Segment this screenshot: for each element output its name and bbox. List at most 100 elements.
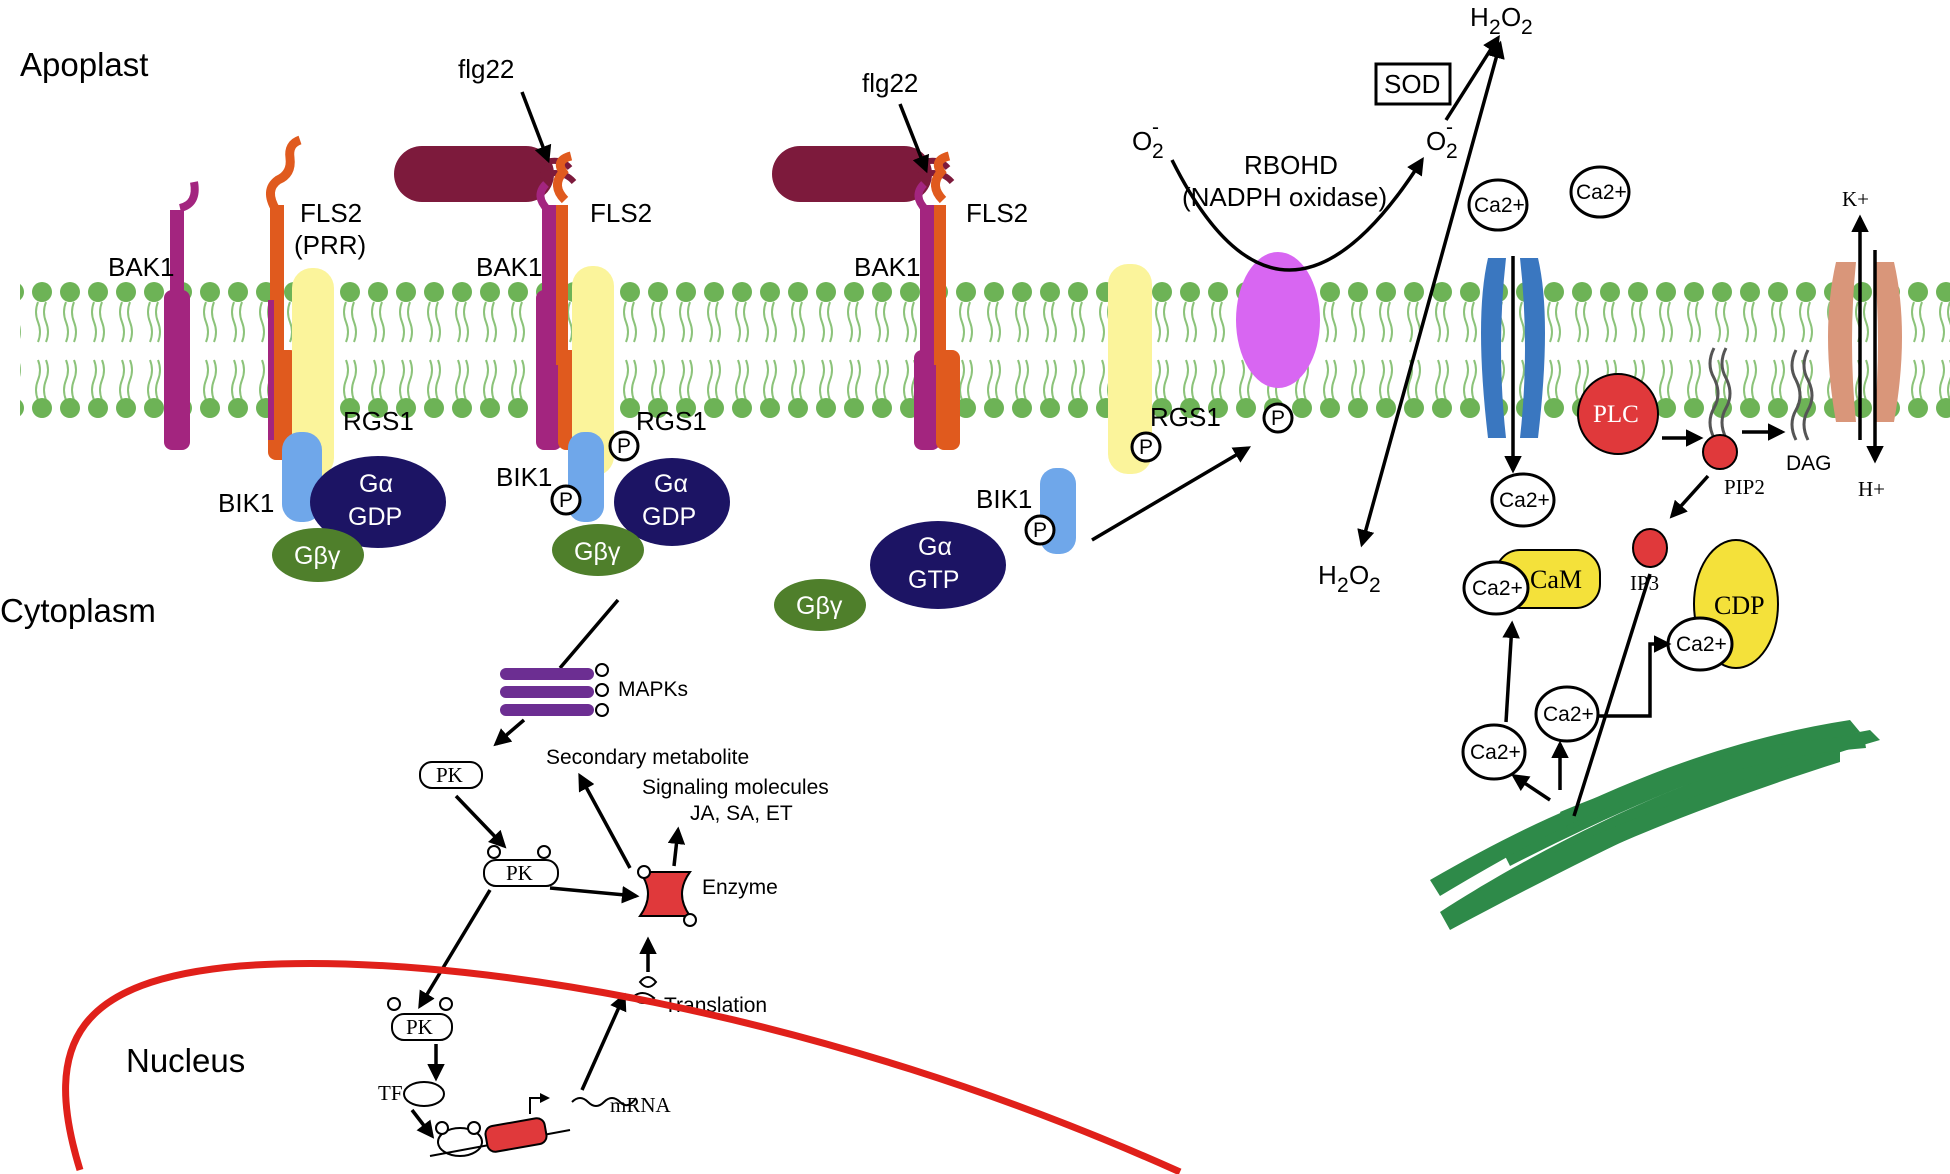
ca-label-2: Ca2+ — [1576, 181, 1627, 204]
galpha-label-2: Gα — [654, 470, 688, 498]
mapk-to-pk-arrow — [493, 718, 526, 747]
rbohd-enzyme — [1236, 252, 1320, 388]
p-label-rbohd: P — [1271, 407, 1285, 430]
prr-label: (PRR) — [294, 230, 366, 260]
h-label: H+ — [1858, 477, 1885, 501]
ip3-molecule — [1632, 528, 1668, 568]
er-ca-release-arrow-1 — [1511, 774, 1551, 802]
bik1-label-3: BIK1 — [976, 484, 1032, 514]
nadph-oxidase-label: (NADPH oxidase) — [1182, 182, 1387, 212]
h2o2-diffusion-arrow — [1357, 40, 1505, 548]
rgs1-label-1: RGS1 — [343, 406, 414, 436]
mapks-label: MAPKs — [618, 678, 688, 701]
gbg-label-1: Gβγ — [294, 542, 341, 570]
flg22-label-2: flg22 — [862, 68, 918, 98]
pip2-lipid — [1702, 347, 1738, 470]
receptor-complex-dissociated — [772, 146, 1162, 631]
gbg-label-2: Gβγ — [574, 538, 621, 566]
enzyme-label: Enzyme — [702, 876, 778, 899]
svg-text:-: - — [1152, 116, 1159, 139]
dag-lipid — [1790, 349, 1814, 441]
galpha-label-3: Gα — [918, 533, 952, 561]
svg-text:2: 2 — [1489, 16, 1501, 39]
tf-to-gene-arrow — [410, 1108, 435, 1139]
pk-label-1: PK — [436, 763, 463, 787]
pk2-to-nucleus-arrow — [418, 889, 492, 1009]
ca-ion-3 — [1490, 472, 1556, 528]
bik1-label-2: BIK1 — [496, 462, 552, 492]
svg-text:H: H — [1318, 560, 1337, 590]
gbg-label-3: Gβγ — [796, 592, 843, 620]
endoplasmic-reticulum — [1430, 720, 1880, 930]
plc-enzyme — [1577, 373, 1659, 455]
pk-2 — [483, 859, 559, 887]
h2o2-label-bottom: H 2 O 2 — [1318, 560, 1381, 597]
gtp-label-3: GTP — [908, 566, 959, 594]
svg-text:O: O — [1132, 126, 1152, 156]
pip2-label: PIP2 — [1724, 475, 1765, 499]
tf-protein — [403, 1081, 445, 1107]
complex-to-mapk-line — [558, 598, 620, 670]
mrna-to-translation-arrow — [580, 992, 627, 1091]
ca-ion-2 — [1569, 165, 1631, 219]
kh-channel-left — [1828, 262, 1856, 422]
rbohd-label: RBOHD — [1244, 150, 1338, 180]
ca-ion-er-1 — [1461, 723, 1527, 781]
p-label-3a: P — [1139, 436, 1153, 459]
svg-text:2: 2 — [1337, 574, 1349, 597]
ca-to-cdp-connector — [1598, 635, 1672, 718]
mrna-label: mRNA — [610, 1093, 672, 1117]
tf-label: TF — [378, 1081, 403, 1105]
svg-text:O: O — [1426, 126, 1446, 156]
flg22-arrow-1 — [520, 91, 552, 164]
kh-channel-right — [1874, 262, 1902, 422]
dag-label: DAG — [1786, 452, 1832, 475]
p-label-2a: P — [559, 489, 573, 512]
ca-to-cam-arrow — [1502, 620, 1520, 723]
receptor-complex-resting — [164, 135, 446, 582]
k-label: K+ — [1842, 187, 1869, 211]
receptor-complex-activated — [394, 146, 730, 576]
pip2-to-ip3-arrow — [1669, 474, 1710, 519]
ca-channel-left — [1481, 258, 1506, 438]
svg-text:2: 2 — [1152, 140, 1164, 163]
enzyme-to-signaling-arrow — [667, 826, 686, 867]
enzyme-to-secondary-arrow — [578, 772, 632, 869]
superoxide-label-left: O 2 - — [1132, 116, 1164, 163]
h2o2-label-top: H 2 O 2 — [1470, 2, 1533, 39]
bik1-label-1: BIK1 — [218, 488, 274, 518]
bak1-label-2: BAK1 — [476, 252, 543, 282]
pk-1 — [419, 761, 483, 789]
cytoplasm-label: Cytoplasm — [0, 592, 156, 629]
ca-label-er-2: Ca2+ — [1543, 703, 1594, 726]
svg-text:O: O — [1501, 2, 1521, 32]
signaling-molecules-label: Signaling molecules — [642, 776, 829, 799]
gdp-label-1: GDP — [348, 503, 402, 531]
mapk-cascade — [500, 668, 594, 716]
cdp-label: CDP — [1714, 591, 1765, 620]
pk-3 — [391, 1013, 453, 1041]
apoplast-label: Apoplast — [20, 46, 148, 83]
fls2-label-2: FLS2 — [590, 198, 652, 228]
transcription-complex — [429, 1093, 571, 1157]
plc-label: PLC — [1593, 401, 1639, 428]
pk1-to-pk2-arrow — [454, 794, 507, 849]
ca-label-er-1: Ca2+ — [1470, 741, 1521, 764]
sod-label: SOD — [1384, 69, 1440, 99]
galpha-label-1: Gα — [359, 470, 393, 498]
ca-label-3: Ca2+ — [1499, 489, 1550, 512]
enzyme-shape — [638, 871, 692, 917]
ca-ion-1 — [1467, 178, 1529, 232]
ca-label-cam: Ca2+ — [1472, 577, 1523, 600]
svg-text:2: 2 — [1521, 16, 1533, 39]
fls2-label-1: FLS2 — [300, 198, 362, 228]
rbohd-phospho — [1262, 402, 1294, 434]
pk-label-3: PK — [406, 1015, 433, 1039]
pk2-to-enzyme-arrow — [549, 885, 640, 904]
gdp-label-2: GDP — [642, 503, 696, 531]
svg-text:O: O — [1349, 560, 1369, 590]
ca-label-cdp: Ca2+ — [1676, 633, 1727, 656]
superoxide-label-right: O 2 - — [1426, 116, 1458, 163]
svg-text:2: 2 — [1446, 140, 1458, 163]
nucleus-label: Nucleus — [126, 1042, 245, 1079]
